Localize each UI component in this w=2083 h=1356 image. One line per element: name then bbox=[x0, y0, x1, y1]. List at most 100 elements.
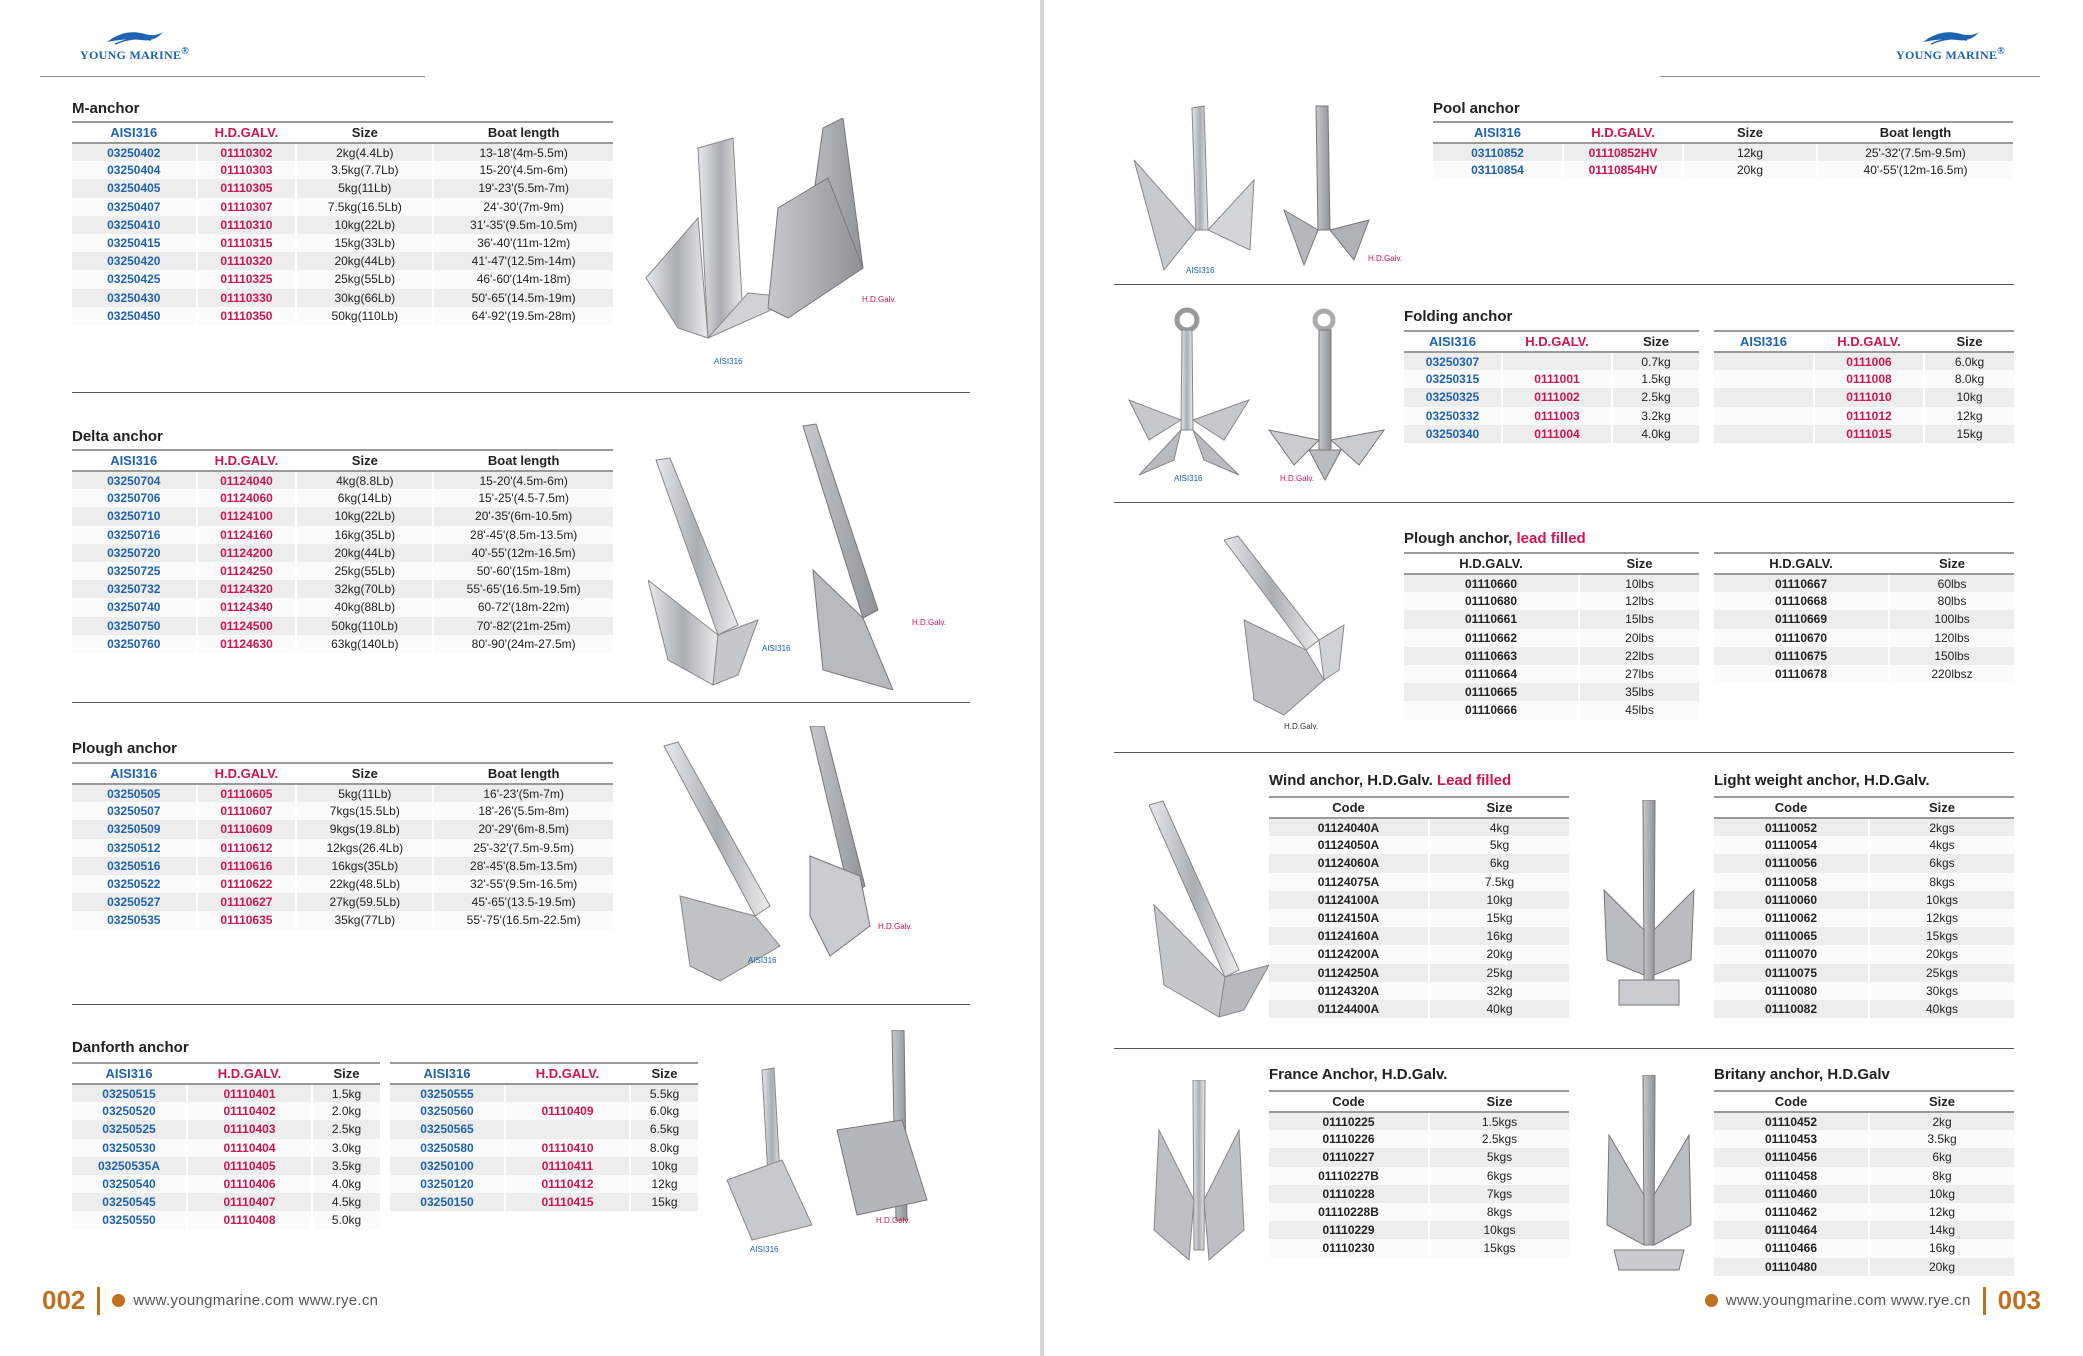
product-code-cell: 01110664 bbox=[1404, 664, 1579, 684]
value-cell: 16kg(35Lb) bbox=[295, 525, 434, 544]
column-header: Size bbox=[311, 1062, 380, 1085]
column-header: Size bbox=[1868, 1090, 2014, 1113]
column-header: Code bbox=[1269, 1090, 1429, 1113]
value-cell: 10kg bbox=[1923, 388, 2014, 407]
value-cell: 1.5kg bbox=[311, 1084, 380, 1103]
value-cell: 20'-29'(6m-8.5m) bbox=[432, 820, 613, 839]
website-link[interactable]: www.youngmarine.com www.rye.cn bbox=[133, 1292, 379, 1309]
danforth-anchor-image bbox=[726, 1030, 928, 1241]
product-code-cell: 01110466 bbox=[1714, 1239, 1869, 1258]
catalog-page-right: YOUNG MARINE® AISI316 H.D.Galv. Pool anc… bbox=[1044, 0, 2083, 1356]
column-header: H.D.GALV. bbox=[195, 121, 297, 144]
column-header: Size bbox=[295, 121, 434, 144]
m-anchor-aisi-tag: AISI316 bbox=[714, 357, 743, 366]
hd-galv-code-cell: 01110407 bbox=[186, 1193, 312, 1212]
header-rule bbox=[1660, 76, 2040, 77]
value-cell: 22lbs bbox=[1578, 646, 1699, 665]
value-cell: 120lbs bbox=[1888, 628, 2014, 647]
value-cell: 12kgs bbox=[1868, 908, 2014, 928]
product-code-cell: 01110452 bbox=[1714, 1112, 1869, 1131]
aisi316-code-cell bbox=[1714, 370, 1814, 389]
value-cell: 9kgs(19.8Lb) bbox=[295, 820, 434, 839]
product-code-cell: 01110060 bbox=[1714, 890, 1869, 909]
aisi316-code-cell: 03250150 bbox=[390, 1193, 505, 1212]
value-cell: 14kg bbox=[1868, 1221, 2014, 1240]
value-cell: 15kg bbox=[629, 1193, 698, 1212]
value-cell: 45'-65'(13.5-19.5m) bbox=[432, 893, 613, 912]
value-cell: 10kg bbox=[1868, 1184, 2014, 1203]
hd-galv-code-cell: 01110406 bbox=[186, 1174, 312, 1194]
product-code-cell: 01124100A bbox=[1269, 890, 1429, 909]
value-cell: 12kg bbox=[629, 1174, 698, 1194]
column-header: Size bbox=[1578, 552, 1699, 575]
hd-galv-code-cell: 0111003 bbox=[1501, 406, 1612, 425]
product-code-cell: 01110669 bbox=[1714, 610, 1889, 629]
hd-galv-code-cell: 01124160 bbox=[195, 525, 297, 544]
value-cell: 8.0kg bbox=[1923, 370, 2014, 389]
column-header: AISI316 bbox=[72, 121, 197, 144]
product-code-cell: 01110462 bbox=[1714, 1202, 1869, 1222]
value-cell: 40kg bbox=[1428, 999, 1569, 1019]
value-cell: 20kgs bbox=[1868, 945, 2014, 964]
column-header: Size bbox=[1888, 552, 2014, 575]
plough-anchor-galv-tag: H.D.Galv. bbox=[878, 922, 913, 931]
hd-galv-code-cell: 01110852HV bbox=[1562, 143, 1683, 162]
value-cell: 13-18'(4m-5.5m) bbox=[432, 143, 613, 162]
aisi316-code-cell: 03250430 bbox=[72, 288, 197, 307]
aisi316-code-cell: 03250720 bbox=[72, 543, 197, 562]
value-cell: 2kg(4.4Lb) bbox=[295, 143, 434, 162]
product-code-cell: 01110661 bbox=[1404, 610, 1579, 629]
value-cell: 0.7kg bbox=[1611, 352, 1699, 371]
folding-anchor-aisi-tag: AISI316 bbox=[1174, 474, 1203, 483]
aisi316-code-cell: 03250404 bbox=[72, 161, 197, 180]
column-header: Size bbox=[629, 1062, 698, 1085]
hd-galv-code-cell: 01110622 bbox=[195, 874, 297, 894]
value-cell: 20lbs bbox=[1578, 628, 1699, 647]
folding-anchor-image bbox=[1127, 307, 1386, 482]
hd-galv-code-cell: 01124040 bbox=[195, 471, 297, 490]
value-cell: 6kg(14Lb) bbox=[295, 489, 434, 508]
value-cell: 6.5kg bbox=[629, 1120, 698, 1139]
product-code-cell: 01110070 bbox=[1714, 945, 1869, 964]
value-cell: 220lbsz bbox=[1888, 664, 2014, 684]
website-link[interactable]: www.youngmarine.com www.rye.cn bbox=[1725, 1292, 1971, 1309]
hd-galv-code-cell: 0111012 bbox=[1813, 406, 1924, 425]
aisi316-code-cell: 03250580 bbox=[390, 1138, 505, 1157]
wind-title-red: Lead filled bbox=[1436, 772, 1512, 789]
product-code-cell: 01110660 bbox=[1404, 574, 1579, 593]
value-cell: 3.5kg bbox=[311, 1156, 380, 1175]
column-header: Size bbox=[1923, 330, 2014, 353]
aisi316-code-cell: 03250405 bbox=[72, 179, 197, 198]
value-cell: 3.0kg bbox=[311, 1138, 380, 1157]
